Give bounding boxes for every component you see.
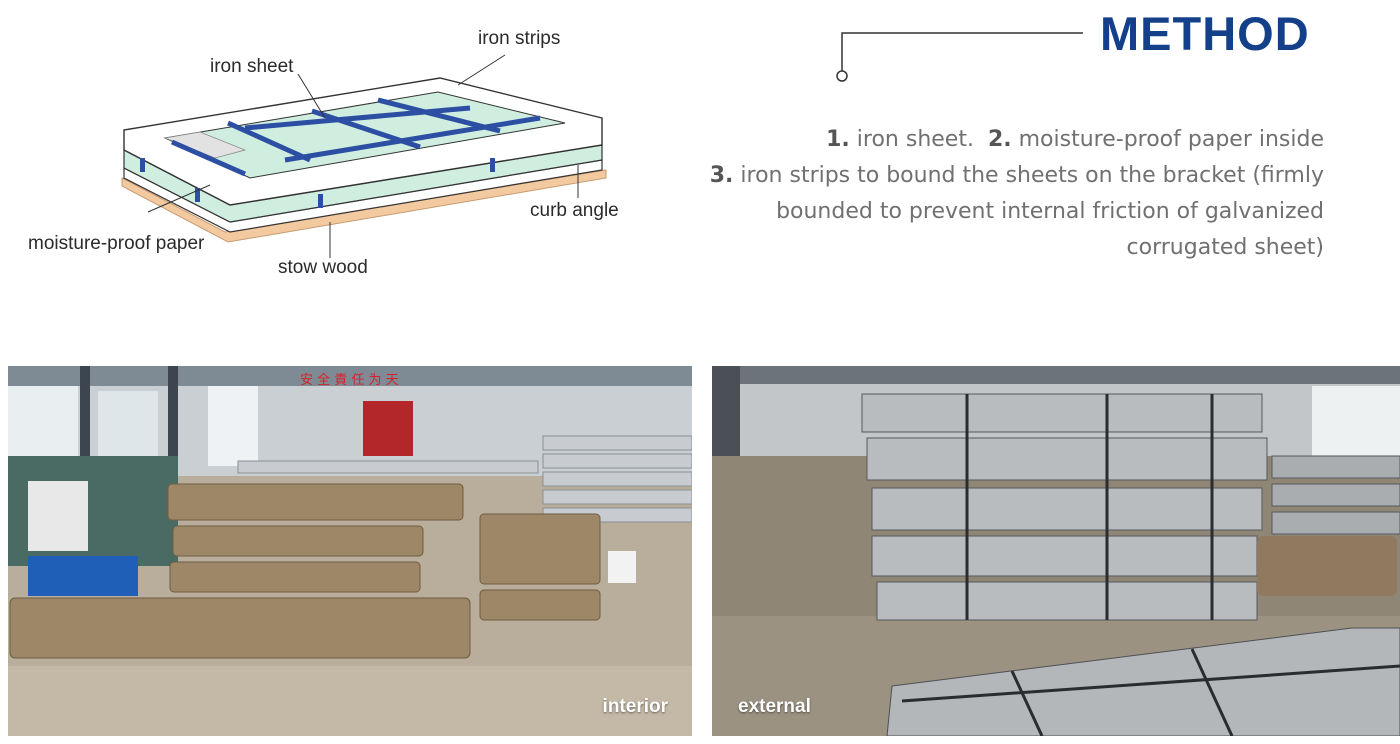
method-description: 1. iron sheet. 2. moisture-proof paper i… bbox=[684, 122, 1324, 266]
label-curb-angle: curb angle bbox=[530, 200, 619, 221]
leader-lines bbox=[147, 54, 579, 258]
side-strip-marks bbox=[140, 158, 495, 208]
method-num-1: 1. bbox=[826, 127, 850, 152]
interior-scene: 安 全 責 任 为 天 bbox=[8, 366, 692, 736]
method-connector-line bbox=[836, 32, 1083, 82]
external-photo: external bbox=[712, 366, 1400, 736]
packing-diagram: iron sheet iron strips curb angle moistu… bbox=[0, 0, 700, 300]
label-moisture-proof-paper: moisture-proof paper bbox=[28, 233, 205, 254]
iron-strips-group bbox=[170, 97, 541, 177]
label-stow-wood: stow wood bbox=[278, 257, 368, 278]
method-num-3: 3. bbox=[709, 163, 734, 188]
interior-label: interior bbox=[602, 696, 668, 717]
method-num-2: 2. bbox=[987, 127, 1012, 152]
stow-wood-shape bbox=[121, 169, 607, 243]
method-text-2: moisture-proof paper inside bbox=[1018, 127, 1324, 152]
method-line-1: 1. iron sheet. 2. moisture-proof paper i… bbox=[684, 122, 1324, 158]
packing-illustration bbox=[121, 54, 607, 258]
banner-text: 安 全 責 任 为 天 bbox=[300, 372, 399, 388]
label-iron-sheet: iron sheet bbox=[210, 56, 294, 77]
interior-photo: 安 全 責 任 为 天 interior bbox=[8, 366, 692, 736]
method-text-1: iron sheet. bbox=[856, 127, 974, 152]
external-label: external bbox=[738, 696, 811, 717]
label-iron-strips: iron strips bbox=[478, 28, 561, 49]
method-text-3: iron strips to bound the sheets on the b… bbox=[740, 163, 1324, 188]
method-line-3: bounded to prevent internal friction of … bbox=[776, 199, 1324, 224]
external-scene bbox=[712, 366, 1400, 736]
method-line-4: corrugated sheet) bbox=[1126, 235, 1324, 260]
method-line-2: 3. iron strips to bound the sheets on th… bbox=[684, 158, 1324, 194]
method-title: METHOD bbox=[1100, 7, 1310, 60]
